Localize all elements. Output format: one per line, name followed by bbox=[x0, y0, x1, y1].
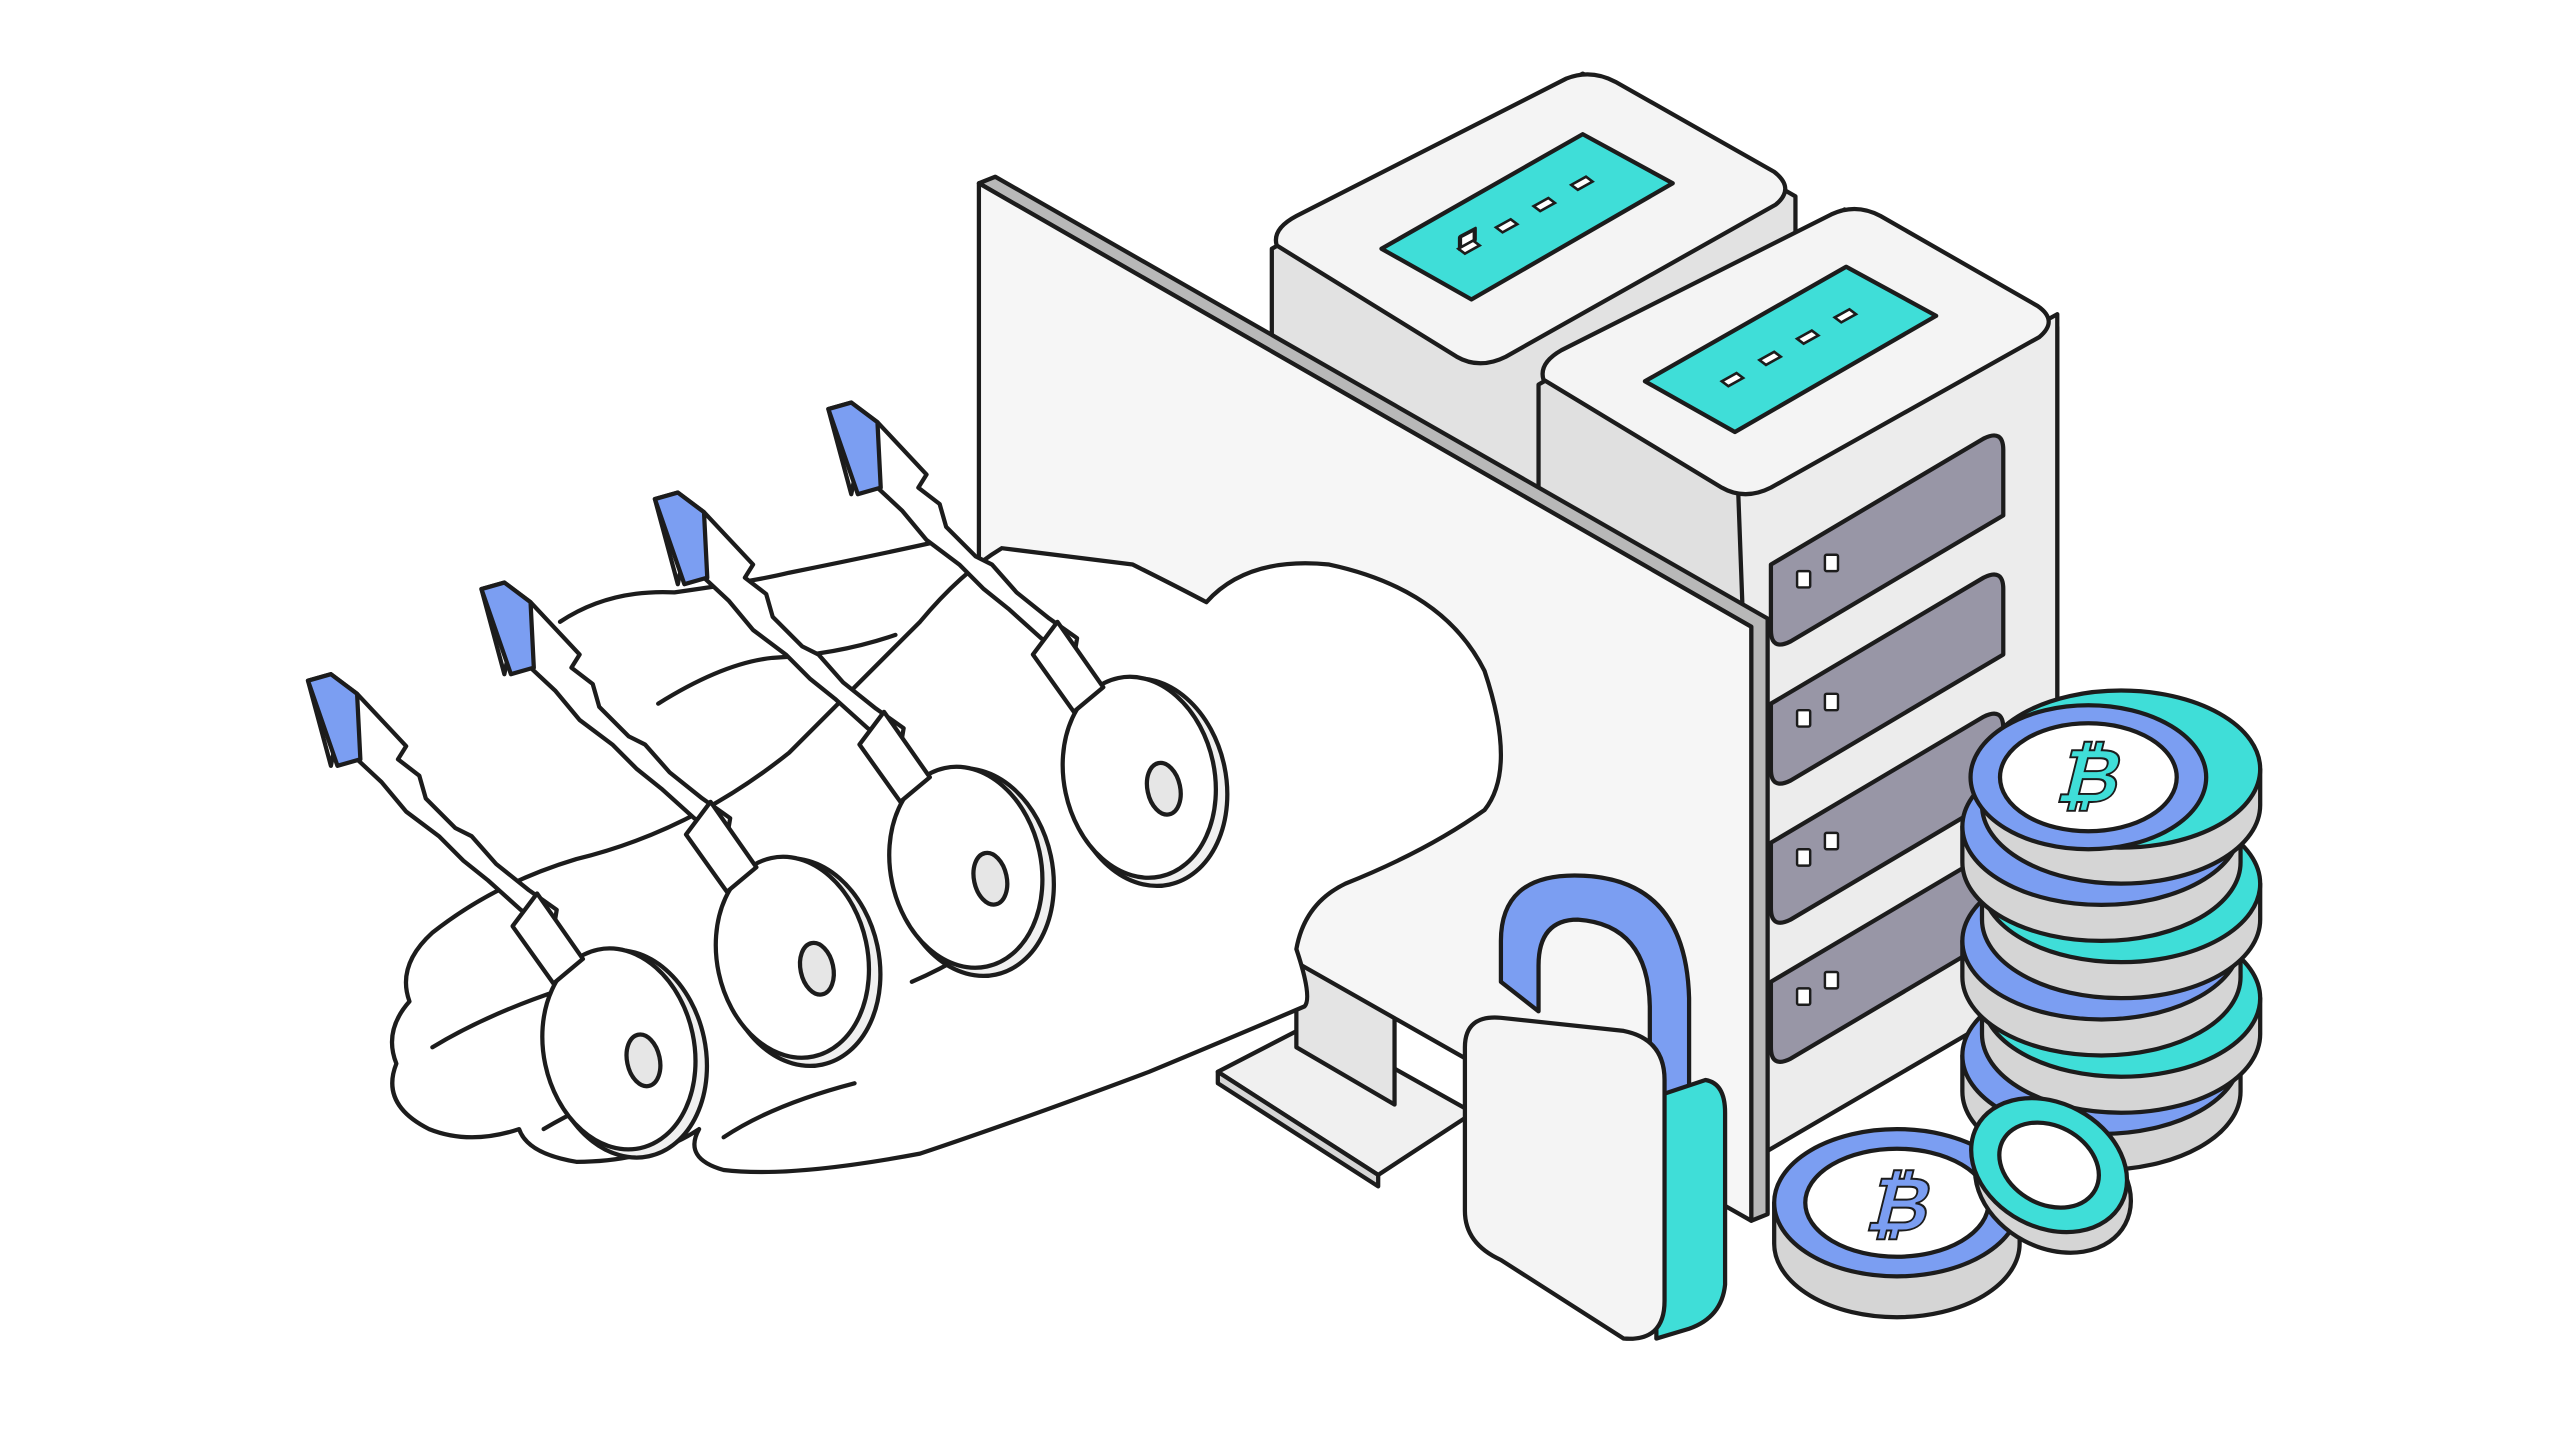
key-icon bbox=[652, 490, 1056, 979]
bitcoin-coin-icon: ₿ bbox=[1772, 1126, 2022, 1320]
ring-coin-icon bbox=[1969, 1095, 2134, 1255]
key-icon bbox=[305, 672, 710, 1160]
key-icon bbox=[479, 580, 883, 1069]
coin-stack: ₿ bbox=[1960, 688, 2263, 1173]
key-icon bbox=[826, 400, 1230, 889]
bitcoin-coin-top: ₿ bbox=[1968, 703, 2209, 852]
padlock-icon bbox=[1462, 873, 1728, 1341]
loose-coins: ₿ bbox=[1772, 1095, 2134, 1320]
keys-group bbox=[305, 400, 1230, 1160]
drive-bays bbox=[1768, 433, 2006, 1064]
